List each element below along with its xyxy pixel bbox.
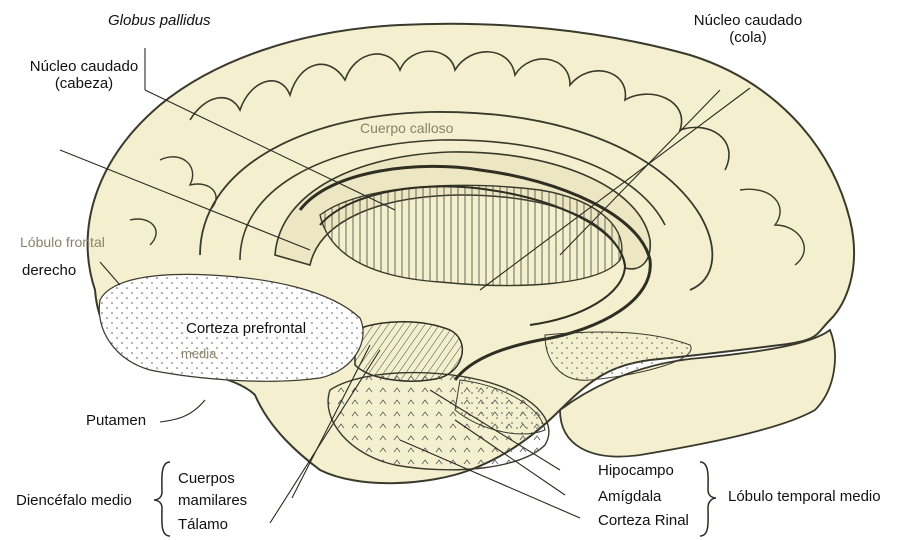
diencephalon-label: Diencéfalo medio (16, 492, 132, 509)
prefrontal-label-line2: media (181, 345, 216, 362)
thalamus-label: Tálamo (178, 516, 228, 533)
mammillary-label-line1: Cuerpos (178, 470, 235, 487)
caudate-head-label: Núcleo caudado (cabeza) (8, 58, 160, 92)
globus-pallidus-label: Globus pallidus (108, 12, 211, 29)
frontal-lobe-label-line2: derecho (22, 262, 76, 279)
diencephalon-brace (154, 462, 170, 536)
caudate-head-line1: Núcleo caudado (8, 58, 160, 75)
caudate-tail-line1: Núcleo caudado (678, 12, 818, 29)
frontal-lobe-label-line1: Lóbulo frontal (20, 234, 105, 251)
mammillary-label-line2: mamilares (178, 492, 247, 509)
caudate-tail-line2: (cola) (678, 29, 818, 46)
medial-temporal-label: Lóbulo temporal medio (728, 488, 881, 505)
hippocampus-label: Hipocampo (598, 462, 674, 479)
temporal-brace (700, 462, 716, 536)
prefrontal-label-line1: Corteza prefrontal (184, 320, 308, 337)
amygdala-label: Amígdala (598, 488, 661, 505)
putamen-label: Putamen (86, 412, 146, 429)
corpus-callosum-label: Cuerpo calloso (360, 120, 453, 137)
rhinal-cortex-label: Corteza Rinal (598, 512, 689, 529)
caudate-tail-label: Núcleo caudado (cola) (678, 12, 818, 46)
caudate-head-line2: (cabeza) (8, 75, 160, 92)
